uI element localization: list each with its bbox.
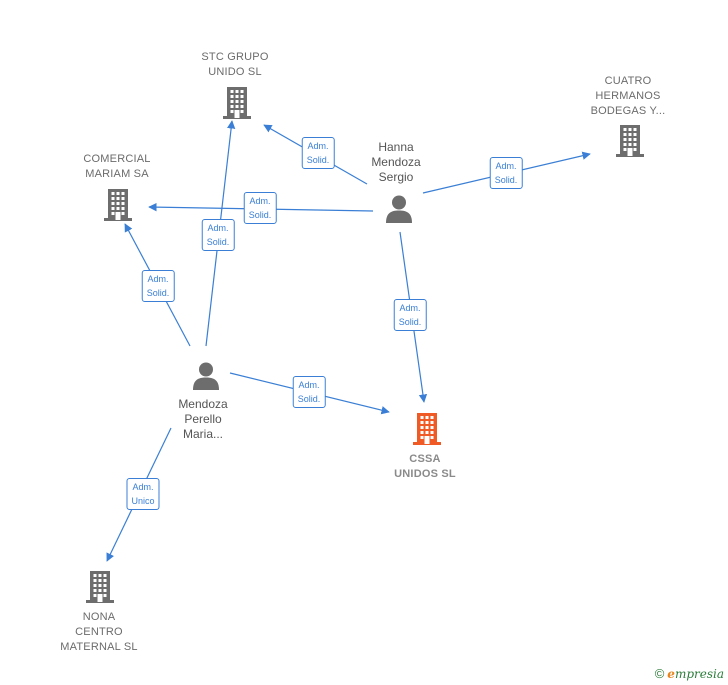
company-building-icon[interactable] [221,85,253,121]
node-label-line: Perello [184,412,222,426]
node-label-line: CUATRO [604,75,652,87]
relation-badge-line: Adm. [399,303,421,313]
brand-logo: empresia [667,667,724,681]
relation-badge-line: Solid. [248,210,272,220]
node-label-line: STC GRUPO [201,51,269,63]
node-label-comercial[interactable]: COMERCIAL MARIAM SA [83,152,150,182]
relation-badge-line: Solid. [398,317,422,327]
relation-badge-line: Adm. [298,380,320,390]
relation-badge-line: Adm. [207,223,229,233]
node-label-line: UNIDO SL [208,66,262,78]
node-label-line: UNIDOS SL [394,468,456,480]
node-label-line: CENTRO [75,626,123,638]
relation-badge-line: Adm. [307,141,329,151]
company-building-icon[interactable] [102,187,134,223]
copyright-symbol: © [654,666,665,681]
person-icon[interactable] [384,194,414,224]
relation-badge-line: Solid. [306,155,330,165]
relation-badge-mendoza-cssa[interactable]: Adm. Solid. [292,376,326,408]
node-label-line: BODEGAS Y... [590,105,666,117]
node-label-line: MARIAM SA [85,168,149,180]
node-label-line: Mendoza [178,397,228,411]
node-label-nona[interactable]: NONA CENTRO MATERNAL SL [60,610,137,655]
node-label-line: COMERCIAL [83,153,151,165]
relation-badge-line: Solid. [297,394,321,404]
node-label-stc[interactable]: STC GRUPO UNIDO SL [201,50,268,80]
company-building-icon[interactable] [411,411,443,447]
relation-badge-mendoza-stc[interactable]: Adm. Solid. [201,219,235,251]
relation-badge-line: Solid. [494,175,518,185]
relation-badge-mendoza-nona[interactable]: Adm. Unico [126,478,160,510]
node-label-line: CSSA [409,453,441,465]
node-label-line: Hanna [378,140,414,154]
relation-badge-line: Solid. [206,237,230,247]
node-label-line: Mendoza [371,155,421,169]
node-label-line: NONA [82,611,116,623]
node-label-cssa[interactable]: CSSA UNIDOS SL [394,452,456,482]
company-building-icon[interactable] [84,569,116,605]
relation-badge-line: Solid. [146,288,170,298]
footer-brand: ©empresia [655,666,724,681]
brand-rest: mpresia [674,667,724,681]
person-icon[interactable] [191,361,221,391]
node-label-line: Maria... [182,427,223,441]
relation-badge-line: Adm. [249,196,271,206]
company-building-icon[interactable] [614,123,646,159]
relation-badge-mendoza-comercial[interactable]: Adm. Solid. [141,270,175,302]
node-label-cuatro[interactable]: CUATRO HERMANOS BODEGAS Y... [591,74,666,119]
relation-badge-line: Adm. [495,161,517,171]
relation-badge-hanna-cssa[interactable]: Adm. Solid. [393,299,427,331]
node-label-line: Sergio [378,170,414,184]
relation-badge-hanna-comercial[interactable]: Adm. Solid. [243,192,277,224]
node-label-line: HERMANOS [595,90,661,102]
relation-badge-hanna-cuatro[interactable]: Adm. Solid. [489,157,523,189]
relation-badge-line: Unico [131,496,155,506]
relation-badge-line: Adm. [132,482,154,492]
relation-badge-hanna-stc[interactable]: Adm. Solid. [301,137,335,169]
brand-initial: e [667,667,675,681]
relation-badge-line: Adm. [147,274,169,284]
node-label-line: MATERNAL SL [60,641,138,653]
